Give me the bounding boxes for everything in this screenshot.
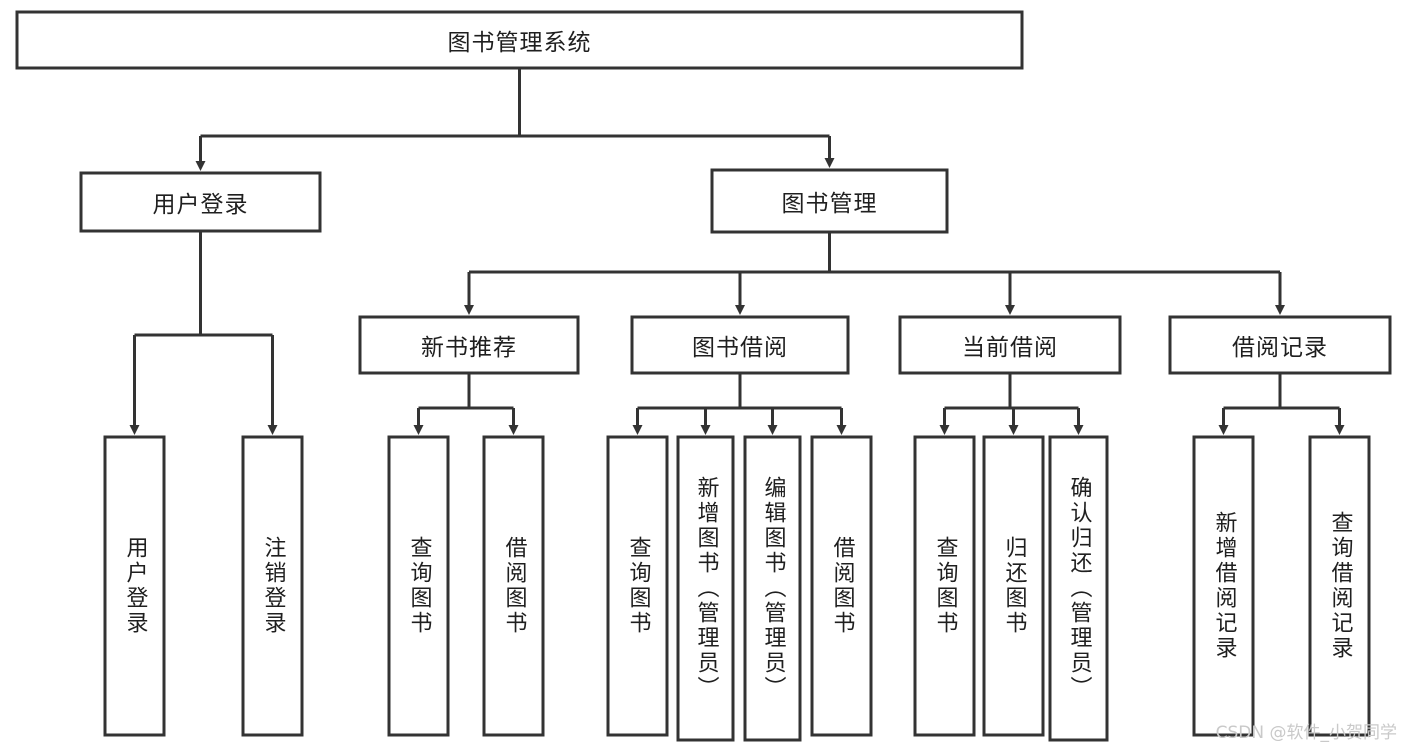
node-box-leaf-add-book-admin[interactable] [676,435,735,742]
watermark-text: CSDN @软件_小贺同学 [1215,723,1397,743]
node-box-leaf-user-logout[interactable] [241,435,304,737]
node-box-leaf-add-borrow-record[interactable] [1192,435,1255,737]
node-box-leaf-query-book-current[interactable] [913,435,976,737]
node-box-leaf-query-borrow-record[interactable] [1308,435,1371,737]
node-box-leaf-edit-book-admin[interactable] [743,435,802,742]
node-box-leaf-borrow-book-rec[interactable] [482,435,545,737]
node-box-leaf-borrow-book[interactable] [810,435,873,737]
node-box-leaf-query-book-rec[interactable] [387,435,450,737]
node-box-leaf-confirm-return-admin[interactable] [1048,435,1109,742]
node-box-leaf-query-book-borrow[interactable] [606,435,669,737]
connector-layer [129,68,1345,435]
node-box-book-manage[interactable] [710,168,949,234]
node-box-root[interactable] [15,10,1024,70]
node-box-leaf-user-login[interactable] [103,435,166,737]
node-box-borrow-record[interactable] [1168,315,1392,375]
node-box-leaf-return-book[interactable] [982,435,1045,737]
node-box-current-borrow[interactable] [898,315,1122,375]
node-box-book-borrow[interactable] [630,315,850,375]
node-box-new-book-rec[interactable] [358,315,580,375]
box-layer [15,10,1392,742]
node-box-user-login[interactable] [79,171,322,233]
